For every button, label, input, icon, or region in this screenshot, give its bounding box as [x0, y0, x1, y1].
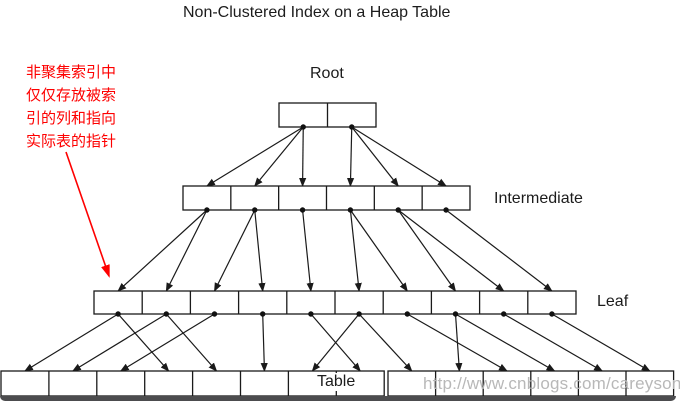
pointer-arrow [349, 209, 362, 292]
annotation-line: 非聚集索引中 [26, 64, 117, 81]
link-dot [395, 207, 401, 213]
annotation-line: 引的列和指向 [26, 110, 117, 127]
pointer-arrow [206, 126, 304, 187]
table-level-label: Table [314, 373, 359, 391]
link-dot [404, 311, 410, 317]
pointer-arrow [213, 209, 256, 292]
leaf-to-table-arrows [24, 313, 651, 372]
pointer-arrow [346, 126, 355, 187]
watermark-url: http://www.cnblogs.com/careyson [423, 374, 680, 393]
pointer-arrow [165, 209, 208, 292]
root-level-label: Root [310, 65, 344, 82]
intermediate-to-leaf-arrows [117, 209, 553, 292]
link-dot [347, 207, 354, 213]
link-dot [204, 207, 210, 213]
pointer-arrow [397, 209, 457, 292]
root-box [278, 102, 377, 130]
intermediate-level-label: Intermediate [494, 190, 583, 207]
link-dot [260, 311, 266, 317]
pointer-arrow [351, 126, 447, 187]
pointer-arrow [254, 126, 304, 187]
link-dot [308, 311, 314, 317]
leaf-box [93, 290, 577, 317]
pointer-arrow [301, 209, 314, 292]
link-dot [211, 311, 218, 317]
pointer-arrow [299, 126, 307, 187]
pointer-arrow [503, 313, 604, 372]
annotation-line: 仅仅存放被索 [26, 87, 117, 104]
leaf-level-label: Leaf [597, 293, 629, 310]
pointer-arrow [349, 209, 408, 292]
pointer-arrow [71, 313, 167, 372]
pointer-arrow [351, 126, 399, 187]
pointer-arrow [454, 313, 463, 372]
pointer-arrow [445, 209, 553, 292]
link-dot [443, 207, 449, 213]
pointer-arrow [117, 209, 208, 292]
table-right-box [387, 370, 675, 397]
link-dot [300, 124, 306, 130]
diagram-title: Non-Clustered Index on a Heap Table [183, 4, 451, 21]
bottom-shadow-bar [0, 396, 676, 401]
pointer-arrow [551, 313, 651, 372]
intermediate-box [182, 185, 471, 213]
pointer-arrow [455, 313, 556, 372]
link-dot [501, 311, 507, 317]
link-dot [252, 207, 258, 213]
pointer-arrow [397, 209, 505, 292]
pointer-arrow [358, 313, 413, 372]
root-to-intermediate-arrows [206, 126, 447, 187]
link-dot [299, 207, 306, 213]
annotation-line: 实际表的指针 [26, 133, 117, 150]
link-dot [163, 311, 169, 317]
link-dot [349, 124, 355, 130]
pointer-arrow [260, 313, 268, 372]
pointer-arrow [117, 313, 170, 372]
pointer-arrow [119, 313, 215, 372]
pointer-arrow [165, 313, 218, 372]
pointer-arrow [311, 313, 360, 372]
link-dot [452, 311, 459, 317]
pointer-arrow [254, 209, 266, 292]
pointer-arrow [24, 313, 119, 372]
annotation-arrow [65, 151, 110, 278]
annotation-text: 非聚集索引中 仅仅存放被索 引的列和指向 实际表的指针 [26, 61, 116, 153]
link-dot [115, 311, 121, 317]
link-dot [549, 311, 555, 317]
link-dot [356, 311, 362, 317]
